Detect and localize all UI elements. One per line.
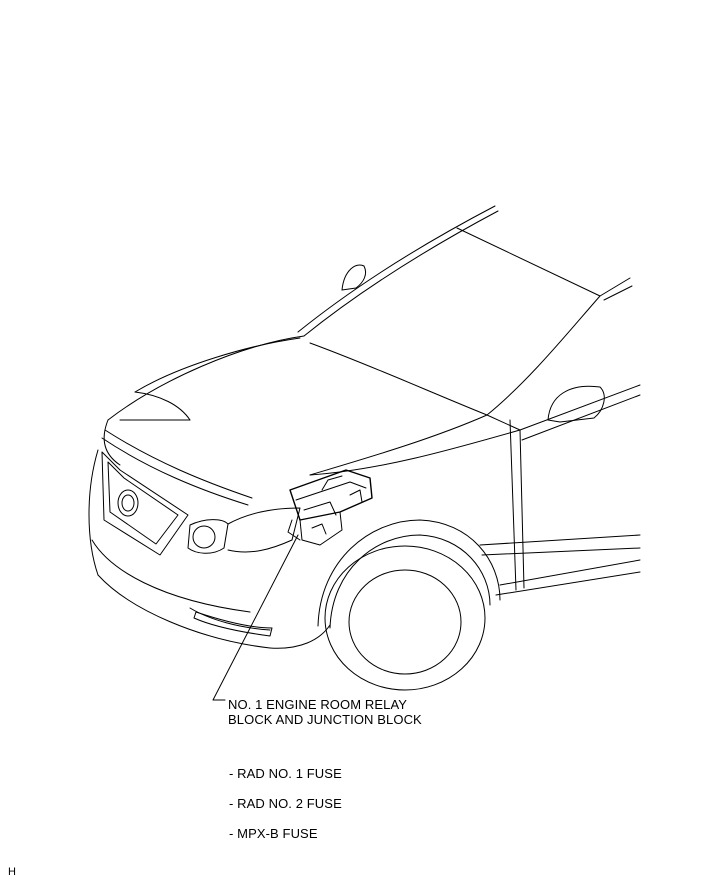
fuse-list-item: - MPX-B FUSE bbox=[229, 826, 318, 841]
callout-leader-line bbox=[212, 534, 299, 701]
fuse-list-item: - RAD NO. 2 FUSE bbox=[229, 796, 342, 811]
relay-block-illustration bbox=[287, 469, 373, 546]
car-body bbox=[88, 205, 641, 691]
page-id-label: H bbox=[8, 866, 17, 878]
fuse-list-item: - RAD NO. 1 FUSE bbox=[229, 766, 342, 781]
callout-label-line-2: BLOCK AND JUNCTION BLOCK bbox=[228, 712, 422, 727]
callout-label-line-1: NO. 1 ENGINE ROOM RELAY bbox=[228, 697, 408, 712]
